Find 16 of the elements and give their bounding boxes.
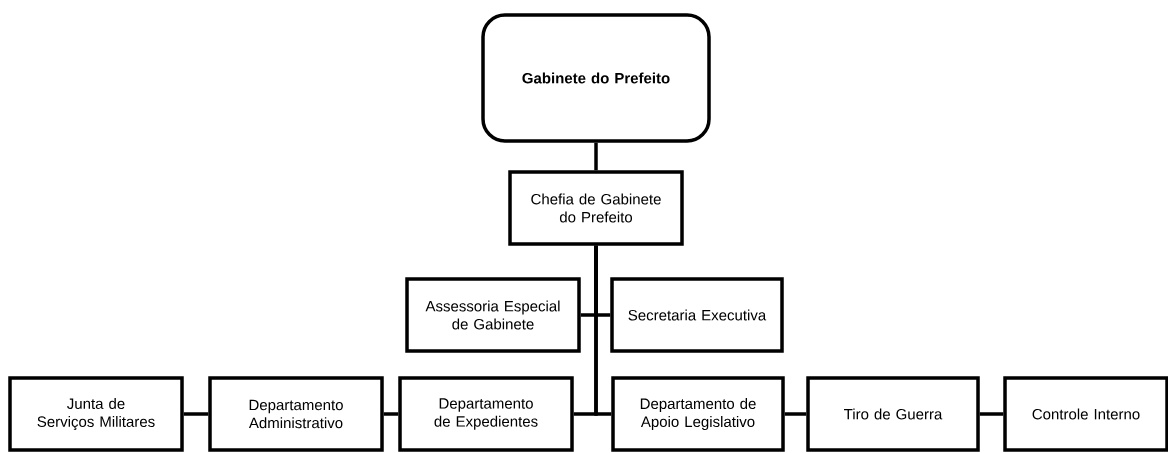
org-box: Junta de Serviços Militares xyxy=(8,376,184,452)
org-box: Departamento de Apoio Legislativo xyxy=(611,376,785,452)
connector-line xyxy=(183,412,209,416)
org-box: Departamento de Expedientes xyxy=(398,376,574,452)
rounded-box: Gabinete do Prefeito xyxy=(481,13,711,143)
connector-line xyxy=(383,412,399,416)
connector-line xyxy=(594,142,598,171)
org-box: Departamento Administrativo xyxy=(208,376,384,452)
org-box: Chefia de Gabinete do Prefeito xyxy=(508,170,684,246)
connector-line xyxy=(594,245,612,416)
org-box: Assessoria Especial de Gabinete xyxy=(405,277,581,353)
org-box: Secretaria Executiva xyxy=(610,277,784,353)
org-box: Controle Interno xyxy=(1003,376,1168,452)
connector-line xyxy=(979,412,1004,416)
org-box: Tiro de Guerra xyxy=(806,376,980,452)
connector-line xyxy=(784,412,807,416)
